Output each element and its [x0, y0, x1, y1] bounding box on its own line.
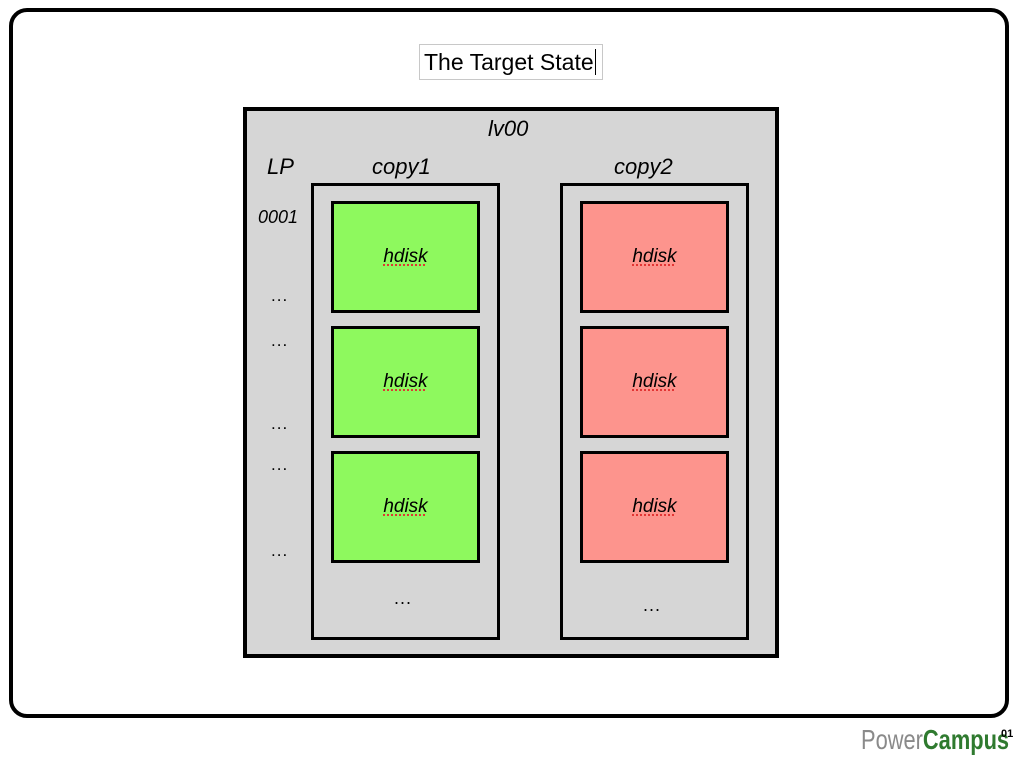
copy2-hdisk-1: hdisk [580, 201, 729, 313]
lp-ellipsis: ... [271, 455, 289, 474]
lp-ellipsis: ... [271, 286, 289, 305]
hdisk-label: hdisk [383, 246, 428, 267]
slide-title-field[interactable]: The Target State [419, 44, 603, 80]
logo-campus-text: Campus [922, 724, 1010, 755]
logo-suffix: 01 [1001, 728, 1014, 740]
copy2-more-ellipsis: ... [643, 595, 662, 615]
hdisk-label: hdisk [383, 371, 428, 392]
lp-ellipsis: ... [271, 414, 289, 433]
slide-title: The Target State [424, 49, 594, 75]
lp-ellipsis: ... [271, 331, 289, 350]
text-caret [594, 49, 596, 75]
copy2-header: copy2 [614, 154, 673, 179]
copy1-hdisk-3: hdisk [331, 451, 480, 563]
copy1-header: copy1 [372, 154, 431, 179]
copy1-more-ellipsis: ... [394, 588, 413, 608]
lp-first-number: 0001 [258, 207, 299, 227]
hdisk-label: hdisk [632, 496, 677, 517]
lp-ellipsis: ... [271, 541, 289, 560]
copy1-hdisk-1: hdisk [331, 201, 480, 313]
hdisk-label: hdisk [383, 496, 428, 517]
powercampus-logo: PowerCampus [861, 724, 1009, 756]
lp-header: LP [267, 154, 294, 179]
logical-volume-label: lv00 [488, 116, 529, 141]
copy2-hdisk-3: hdisk [580, 451, 729, 563]
copy1-hdisk-2: hdisk [331, 326, 480, 438]
hdisk-label: hdisk [632, 371, 677, 392]
hdisk-label: hdisk [632, 246, 677, 267]
copy2-hdisk-2: hdisk [580, 326, 729, 438]
logo-power-text: Power [861, 724, 923, 755]
